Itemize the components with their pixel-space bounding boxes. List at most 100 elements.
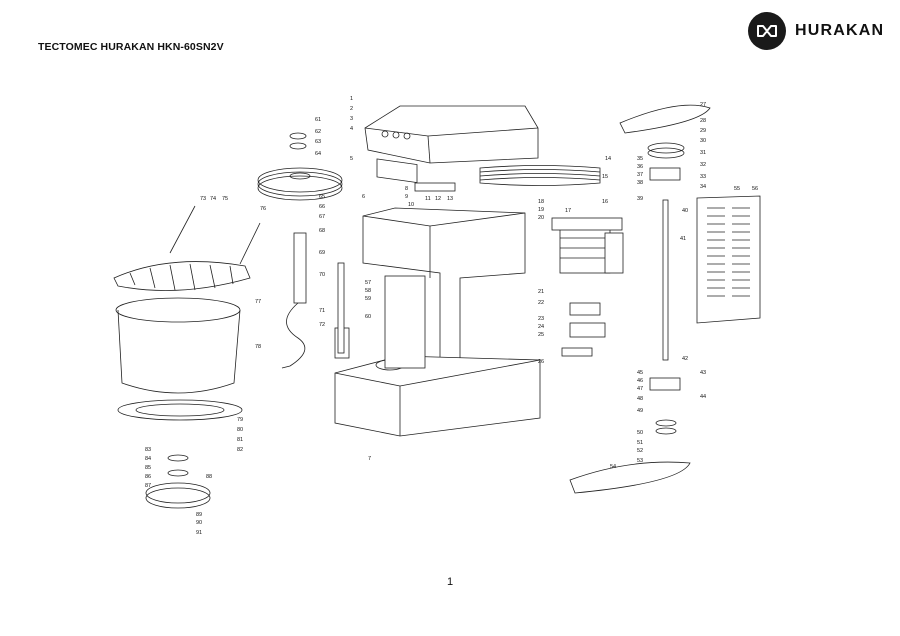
part-label-48: 48 bbox=[637, 396, 643, 402]
part-label-74: 74 bbox=[210, 196, 216, 202]
part-label-44: 44 bbox=[700, 394, 706, 400]
part-label-80: 80 bbox=[237, 427, 243, 433]
part-label-73: 73 bbox=[200, 196, 206, 202]
part-label-17: 17 bbox=[565, 208, 571, 214]
top-cover bbox=[364, 105, 539, 184]
part-label-52: 52 bbox=[637, 448, 643, 454]
part-label-77: 77 bbox=[255, 299, 261, 305]
part-label-28: 28 bbox=[700, 118, 706, 124]
part-label-76: 76 bbox=[260, 206, 266, 212]
document-title: TECTOMEC HURAKAN HKN-60SN2V bbox=[38, 41, 224, 53]
mixing-bowl bbox=[115, 297, 243, 421]
part-label-23: 23 bbox=[538, 316, 544, 322]
part-label-87: 87 bbox=[145, 483, 151, 489]
part-label-75: 75 bbox=[222, 196, 228, 202]
belts bbox=[479, 104, 711, 494]
part-label-85: 85 bbox=[145, 465, 151, 471]
part-label-71: 71 bbox=[319, 308, 325, 314]
part-label-45: 45 bbox=[637, 370, 643, 376]
part-label-67: 67 bbox=[319, 214, 325, 220]
part-label-30: 30 bbox=[700, 138, 706, 144]
part-label-22: 22 bbox=[538, 300, 544, 306]
part-label-27: 27 bbox=[700, 102, 706, 108]
part-label-31: 31 bbox=[700, 150, 706, 156]
part-label-7: 7 bbox=[368, 456, 371, 462]
part-label-63: 63 bbox=[315, 139, 321, 145]
part-label-46: 46 bbox=[637, 378, 643, 384]
part-label-69: 69 bbox=[319, 250, 325, 256]
part-label-53: 53 bbox=[637, 458, 643, 464]
part-label-43: 43 bbox=[700, 370, 706, 376]
part-label-55: 55 bbox=[734, 186, 740, 192]
part-label-6: 6 bbox=[362, 194, 365, 200]
part-label-68: 68 bbox=[319, 228, 325, 234]
part-label-10: 10 bbox=[408, 202, 414, 208]
part-label-14: 14 bbox=[605, 156, 611, 162]
part-label-12: 12 bbox=[435, 196, 441, 202]
part-label-70: 70 bbox=[319, 272, 325, 278]
part-label-11: 11 bbox=[425, 196, 431, 202]
part-label-2: 2 bbox=[350, 106, 353, 112]
part-label-57: 57 bbox=[365, 280, 371, 286]
part-label-84: 84 bbox=[145, 456, 151, 462]
part-label-79: 79 bbox=[237, 417, 243, 423]
part-label-56: 56 bbox=[752, 186, 758, 192]
part-label-3: 3 bbox=[350, 116, 353, 122]
part-label-13: 13 bbox=[447, 196, 453, 202]
part-label-1: 1 bbox=[350, 96, 353, 102]
part-label-50: 50 bbox=[637, 430, 643, 436]
part-label-59: 59 bbox=[365, 296, 371, 302]
part-label-16: 16 bbox=[602, 199, 608, 205]
part-label-62: 62 bbox=[315, 129, 321, 135]
part-label-89: 89 bbox=[196, 512, 202, 518]
part-label-81: 81 bbox=[237, 437, 243, 443]
bowl-pulley bbox=[145, 454, 211, 509]
part-label-33: 33 bbox=[700, 174, 706, 180]
part-label-29: 29 bbox=[700, 128, 706, 134]
part-label-19: 19 bbox=[538, 207, 544, 213]
part-label-82: 82 bbox=[237, 447, 243, 453]
part-label-4: 4 bbox=[350, 126, 353, 132]
part-label-47: 47 bbox=[637, 386, 643, 392]
part-label-18: 18 bbox=[538, 199, 544, 205]
part-label-64: 64 bbox=[315, 151, 321, 157]
part-label-91: 91 bbox=[196, 530, 202, 536]
vent-panel bbox=[696, 195, 761, 324]
part-label-86: 86 bbox=[145, 474, 151, 480]
part-label-72: 72 bbox=[319, 322, 325, 328]
part-label-32: 32 bbox=[700, 162, 706, 168]
part-label-90: 90 bbox=[196, 520, 202, 526]
brand-name: HURAKAN bbox=[795, 22, 885, 39]
motor bbox=[551, 217, 624, 274]
brand-logo: HURAKAN bbox=[748, 12, 884, 50]
main-pulley bbox=[257, 167, 343, 201]
part-label-83: 83 bbox=[145, 447, 151, 453]
hurakan-infinity-logo-icon bbox=[748, 12, 786, 50]
electrical-parts bbox=[561, 302, 606, 357]
page-number: 1 bbox=[446, 576, 454, 588]
part-label-49: 49 bbox=[637, 408, 643, 414]
part-label-21: 21 bbox=[538, 289, 544, 295]
part-label-8: 8 bbox=[405, 186, 408, 192]
part-label-42: 42 bbox=[682, 356, 688, 362]
part-label-78: 78 bbox=[255, 344, 261, 350]
part-label-9: 9 bbox=[405, 194, 408, 200]
part-label-54: 54 bbox=[610, 464, 616, 470]
part-label-15: 15 bbox=[602, 174, 608, 180]
part-label-60: 60 bbox=[365, 314, 371, 320]
part-label-25: 25 bbox=[538, 332, 544, 338]
bowl-guard bbox=[113, 205, 261, 291]
part-label-26: 26 bbox=[538, 359, 544, 365]
spiral-hook bbox=[281, 232, 307, 369]
part-label-37: 37 bbox=[637, 172, 643, 178]
part-label-34: 34 bbox=[700, 184, 706, 190]
part-label-20: 20 bbox=[538, 215, 544, 221]
part-label-41: 41 bbox=[680, 236, 686, 242]
small-parts bbox=[289, 132, 456, 359]
part-label-88: 88 bbox=[206, 474, 212, 480]
vertical-shaft bbox=[647, 142, 685, 435]
part-label-66: 66 bbox=[319, 204, 325, 210]
part-label-61: 61 bbox=[315, 117, 321, 123]
